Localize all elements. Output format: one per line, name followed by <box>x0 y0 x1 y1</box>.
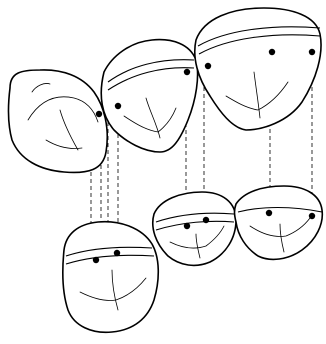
upper-teeth <box>8 8 321 172</box>
contact-point <box>269 49 275 55</box>
tooth-outline <box>153 192 236 265</box>
lower-tooth-2 <box>153 192 236 265</box>
contact-point <box>203 217 209 223</box>
contact-point <box>309 49 315 55</box>
contact-point <box>184 223 190 229</box>
contact-point <box>205 63 211 69</box>
tooth-outline <box>195 8 321 130</box>
lower-teeth <box>63 186 323 332</box>
contact-point <box>96 111 102 117</box>
upper-tooth-3 <box>195 8 321 130</box>
contact-point <box>115 103 121 109</box>
tooth-outline <box>63 222 158 333</box>
contact-point <box>309 213 315 219</box>
tooth-outline <box>8 70 107 173</box>
contact-point <box>266 210 272 216</box>
upper-tooth-1 <box>8 70 107 173</box>
contact-point <box>184 69 190 75</box>
tooth-outline <box>101 40 197 152</box>
contact-point <box>93 257 99 263</box>
upper-tooth-2 <box>101 40 197 152</box>
lower-tooth-1 <box>63 222 158 333</box>
contact-point <box>114 250 120 256</box>
lower-tooth-3 <box>235 186 323 259</box>
tooth-outline <box>235 186 323 259</box>
